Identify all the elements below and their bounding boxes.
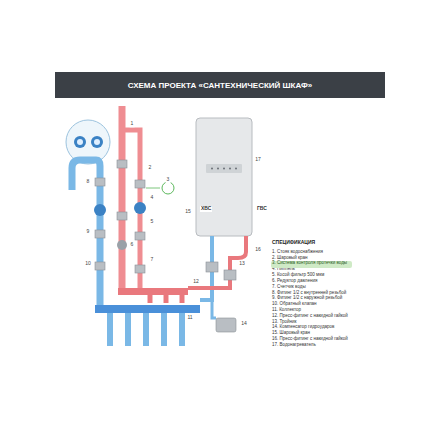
callout-number: 17 [254, 157, 262, 163]
meter-dial [77, 139, 83, 145]
callout-number: 15 [184, 209, 192, 215]
callout-number: 10 [84, 261, 92, 267]
callout-number: 9 [86, 229, 91, 235]
pressure-reducer [117, 240, 127, 250]
pipe-tag: ХВС [200, 206, 212, 212]
heater-hot-pipe [188, 236, 246, 288]
cold-outlets [110, 313, 182, 346]
spec-item: 15. Шаровый кран [272, 331, 310, 336]
meter-dial [94, 139, 100, 145]
heater-panel [206, 164, 242, 173]
callout-number: 8 [86, 179, 91, 185]
callout-number: 7 [150, 257, 155, 263]
spec-item: 17. Водонагреватель [272, 343, 316, 348]
meter-icon [74, 136, 86, 148]
callout-number: 5 [150, 219, 155, 225]
spec-item: 2. Шаровый кран [272, 256, 307, 261]
water-heater [196, 118, 252, 236]
spec-item: 3. Система контроля протечки воды [272, 261, 352, 266]
spec-item: 11. Коллектор [272, 308, 301, 313]
leak-control-marker [162, 182, 174, 194]
callout-number: 12 [192, 279, 200, 285]
header-bar [55, 72, 385, 98]
callout-number: 11 [186, 315, 193, 321]
spec-item: 7. Счетчик воды [272, 285, 306, 290]
callout-number: 1 [130, 121, 135, 127]
spec-item: 14. Компенсатор гидроударов [272, 325, 334, 330]
fittings [95, 160, 145, 273]
callout-number: 6 [130, 242, 135, 248]
spec-item: 9. Фитинг 1/2 с наружной резьбой [272, 296, 342, 301]
water-meter [134, 202, 146, 214]
cold-collector [95, 305, 200, 313]
spec-item: 4. Ниппель [272, 267, 295, 272]
title-bar: СХЕМА ПРОЕКТА «САНТЕХНИЧЕСКИЙ ШКАФ» [55, 72, 385, 98]
hot-outlets [150, 295, 182, 303]
hot-riser [119, 106, 126, 290]
spec-item: 1. Стояк водоснабжения [272, 250, 323, 255]
spec-heading: СПЕЦИФИКАЦИЯ [272, 240, 315, 246]
heater-fittings [206, 262, 236, 332]
highlight-band: 3. Система контроля протечки воды [271, 261, 352, 268]
compensator-link [212, 300, 216, 318]
hot-collector [118, 288, 188, 295]
callout-number: 16 [254, 247, 262, 253]
callout-number: 14 [240, 321, 248, 327]
spec-item: 16. Пресс-фитинг с накидной гайкой [272, 337, 348, 342]
water-meter [94, 204, 106, 216]
spec-item: 8. Фитинг 1/2 с внутренней резьбой [272, 291, 346, 296]
spec-item: 5. Косой фильтр 500 мкм [272, 273, 324, 278]
panel-dots [211, 168, 237, 170]
spec-item: 13. Тройник [272, 320, 297, 325]
pipe-tag: ГВС [256, 206, 268, 212]
callout-number: 2 [148, 165, 153, 171]
title: СХЕМА ПРОЕКТА «САНТЕХНИЧЕСКИЙ ШКАФ» [128, 81, 313, 90]
spec-item: 10. Обратный клапан [272, 302, 317, 307]
callout-number: 4 [150, 195, 155, 201]
spec-item: 12. Пресс-фитинг с накидной гайкой [272, 314, 348, 319]
leader-line [146, 188, 160, 189]
callout-number: 13 [238, 261, 246, 267]
meter-icon [91, 136, 103, 148]
callout-number: 3 [166, 177, 171, 183]
spec-item: 6. Редуктор давления [272, 279, 317, 284]
